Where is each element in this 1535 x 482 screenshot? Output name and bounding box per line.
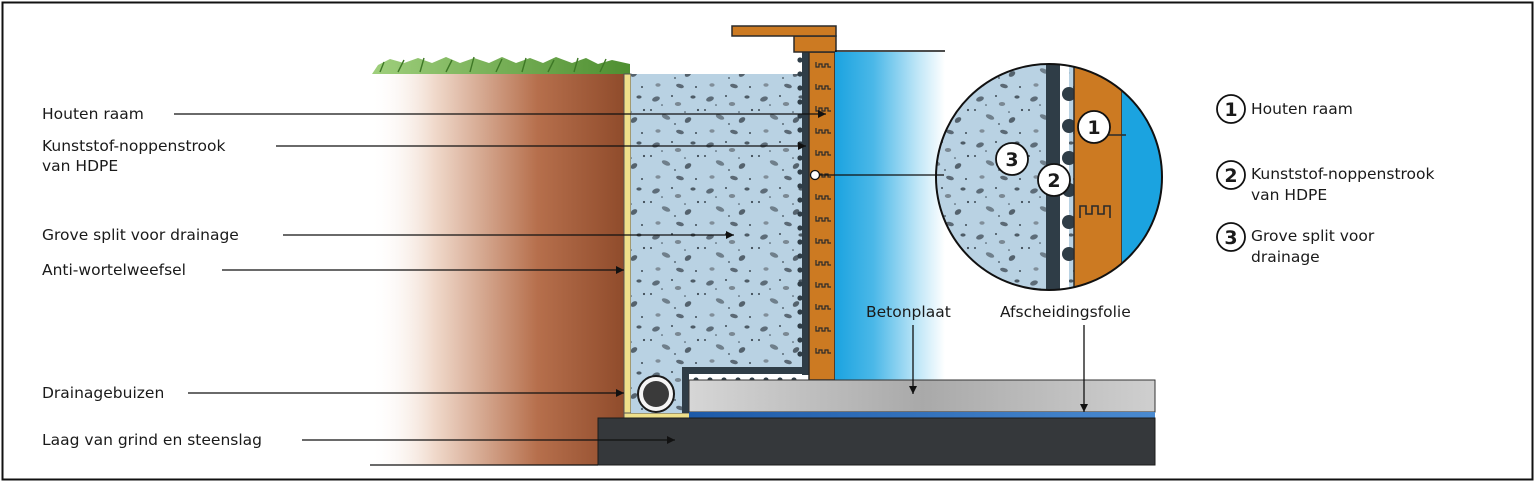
leader-lines <box>174 110 1088 444</box>
detail-marker-1: 1 <box>1087 117 1100 139</box>
separation-foil <box>689 412 1155 418</box>
label-drainagebuizen: Drainagebuizen <box>42 384 164 402</box>
legend-text-3a: Grove split voor <box>1251 227 1375 245</box>
drainage-gravel <box>631 74 808 413</box>
label-noppenstrook-line2: van HDPE <box>42 157 118 175</box>
wooden-frame <box>731 25 837 381</box>
legend-text-2a: Kunststof-noppenstrook <box>1251 165 1435 183</box>
concrete-slab <box>688 379 1156 413</box>
label-houten-raam: Houten raam <box>42 105 144 123</box>
drainage-pipe <box>637 375 675 413</box>
gravel-base-layer <box>597 417 1156 466</box>
anti-root-fabric <box>623 73 632 421</box>
detail-circle: 3 2 1 <box>935 63 1163 291</box>
detail-marker-2: 2 <box>1047 170 1060 192</box>
label-afscheidingsfolie: Afscheidingsfolie <box>1000 303 1131 321</box>
pond-water <box>835 52 945 380</box>
legend-text-1: Houten raam <box>1251 100 1353 118</box>
legend-text-3b: drainage <box>1251 248 1320 266</box>
detail-marker-3: 3 <box>1005 149 1018 171</box>
label-grove-split: Grove split voor drainage <box>42 226 239 244</box>
legend-num-2: 2 <box>1224 165 1237 187</box>
label-noppenstrook-line1: Kunststof-noppenstrook <box>42 137 226 155</box>
legend-num-1: 1 <box>1224 99 1237 121</box>
label-betonplaat: Betonplaat <box>866 303 951 321</box>
legend: 1 Houten raam 2 Kunststof-noppenstrook v… <box>1216 94 1435 266</box>
grass <box>372 56 630 74</box>
label-anti-wortelweefsel: Anti-wortelweefsel <box>42 261 186 279</box>
label-grind-steenslag: Laag van grind en steenslag <box>42 431 262 449</box>
legend-text-2b: van HDPE <box>1251 186 1327 204</box>
legend-num-3: 3 <box>1224 227 1237 249</box>
hdpe-nub-strip <box>682 52 809 413</box>
